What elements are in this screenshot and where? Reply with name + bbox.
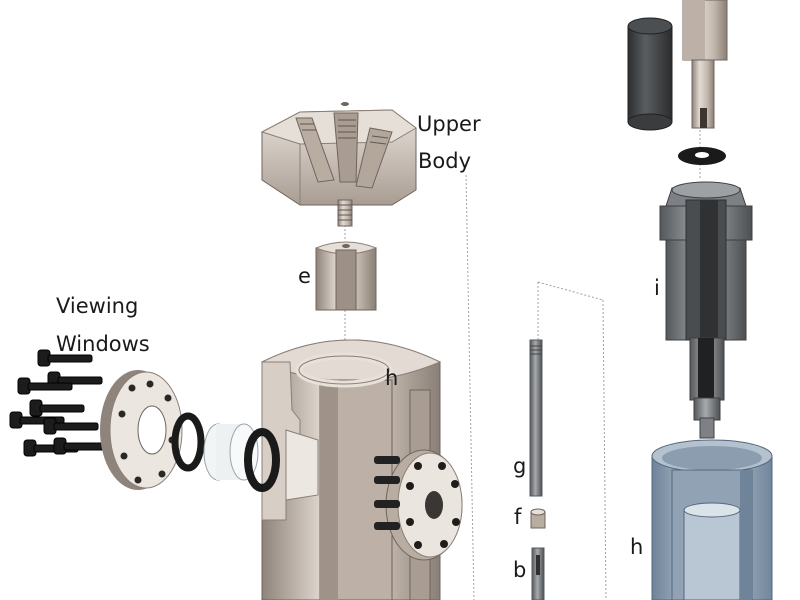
threaded-plug xyxy=(337,199,353,227)
label-e: e xyxy=(298,264,311,288)
label-b: b xyxy=(513,558,527,582)
label-h-cup: h xyxy=(630,535,644,559)
guide-lines xyxy=(344,130,701,600)
label-i: i xyxy=(654,276,660,300)
label-h-ring: h xyxy=(385,366,399,390)
label-windows: Windows xyxy=(56,332,150,356)
label-body: Body xyxy=(418,149,472,173)
label-f: f xyxy=(514,505,522,529)
label-g: g xyxy=(513,454,527,478)
label-upper: Upper xyxy=(417,112,481,136)
rod-assembly xyxy=(529,339,546,600)
bolt-set xyxy=(9,349,109,457)
label-viewing: Viewing xyxy=(56,294,139,318)
part-h-cup xyxy=(651,439,773,600)
top-right-shaft xyxy=(627,0,728,165)
viewing-window-assembly xyxy=(9,349,280,492)
part-i-housing xyxy=(659,181,753,439)
side-window-flange xyxy=(374,449,463,561)
part-e-sleeve xyxy=(314,241,378,311)
upper-body-part xyxy=(260,102,417,206)
